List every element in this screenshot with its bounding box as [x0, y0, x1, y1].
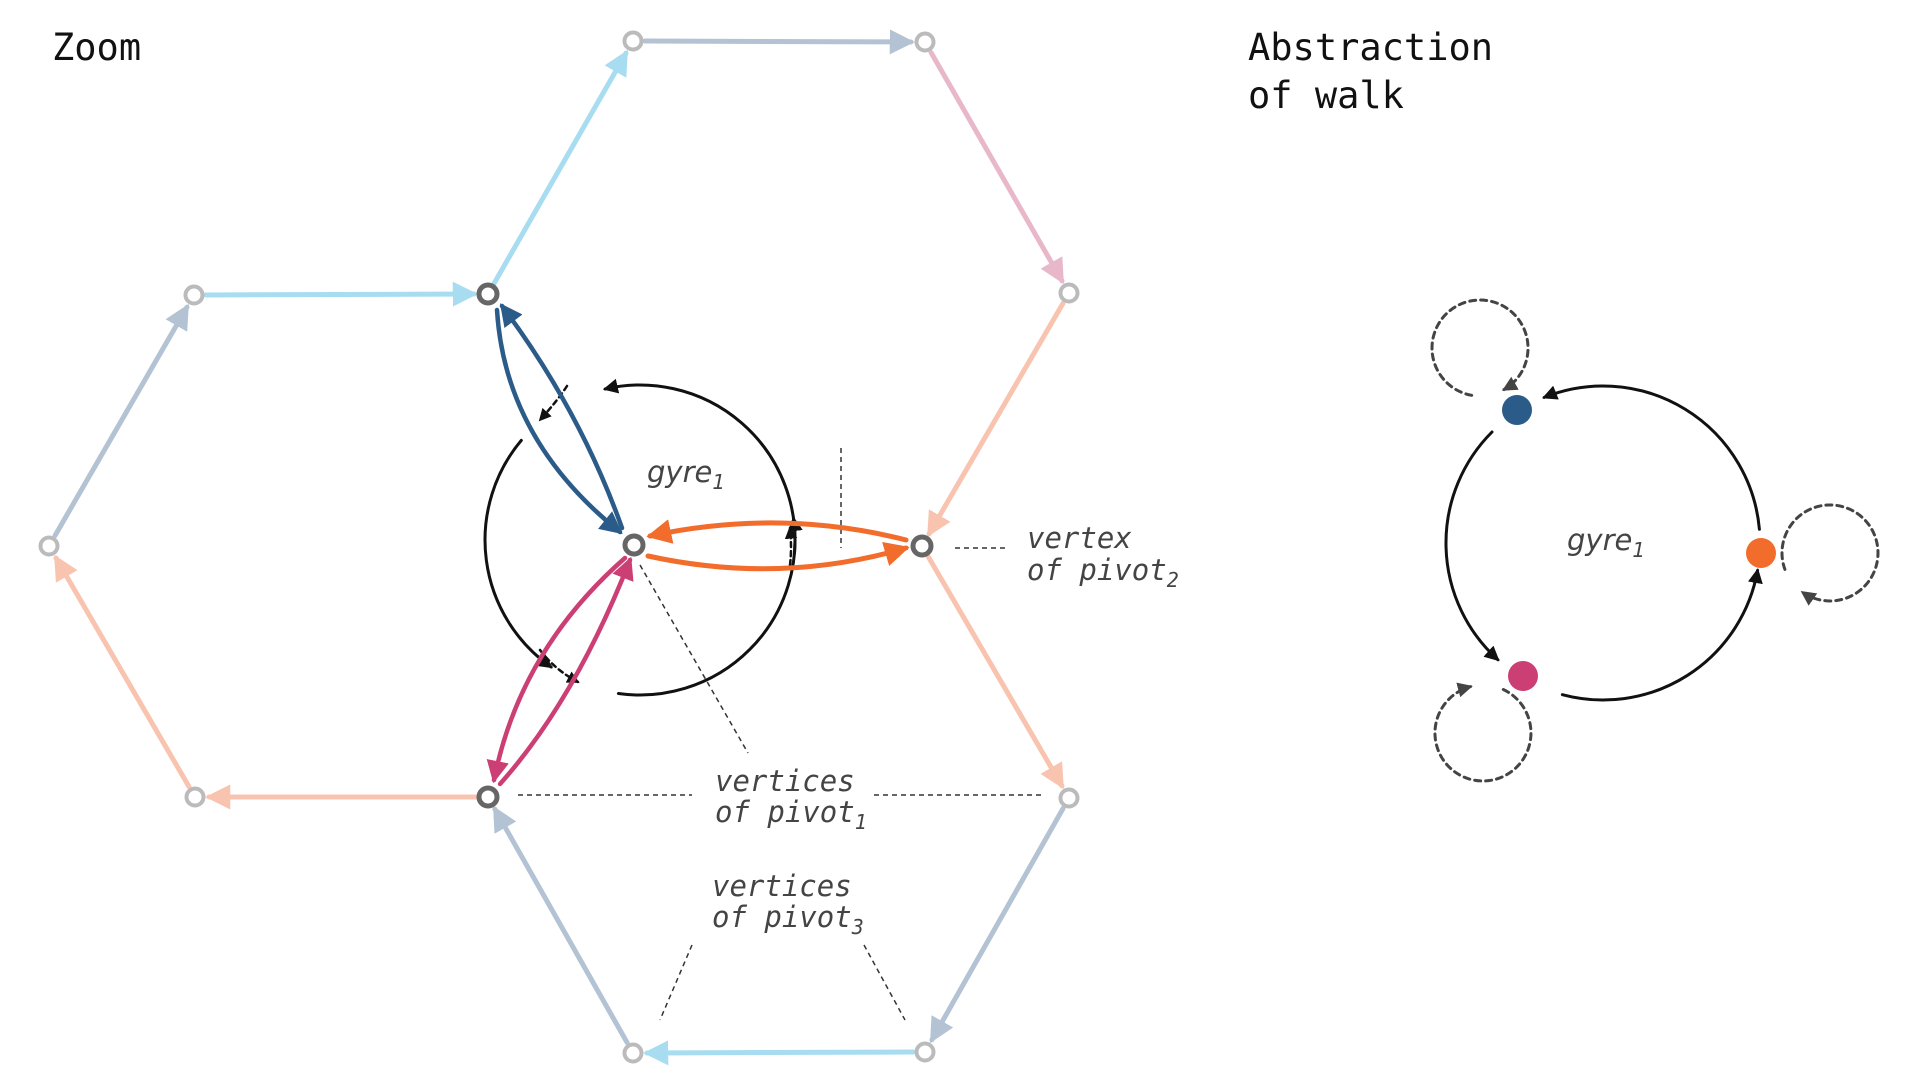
cycle-arc-left — [483, 438, 553, 669]
abstraction-arc-top — [1542, 384, 1761, 531]
edge-upper — [491, 49, 629, 287]
vertex-top-b — [914, 31, 936, 53]
leader-pivot3-right — [863, 944, 906, 1021]
abstraction-node-pink — [1508, 661, 1538, 691]
leader-lines — [518, 448, 1045, 1021]
edge-top-right — [928, 49, 1065, 285]
leader-pivot1-center — [639, 564, 749, 754]
self-loop-orange — [1780, 503, 1880, 606]
vertex-bot-a — [622, 1042, 644, 1064]
cycle-arc-bottom — [616, 516, 803, 697]
vertices-pivot1-label: vertices — [715, 764, 855, 798]
vertex-far-left — [38, 535, 60, 557]
edge-bottom — [643, 1040, 916, 1066]
pivot-pink-out — [486, 555, 628, 784]
vertex-right — [910, 534, 934, 558]
gyre-label: gyre1 — [647, 455, 725, 494]
pivot-orange-out — [645, 541, 910, 572]
abstraction-heading-line2: of walk — [1248, 74, 1404, 117]
vertex-top-a — [622, 30, 644, 52]
edge-top — [642, 29, 915, 55]
vertex-pivot2-label-line2: of pivot2 — [1027, 553, 1179, 592]
vertex-bot-b — [914, 1041, 936, 1063]
vertices-pivot3-label-line2: of pivot3 — [712, 900, 864, 939]
edge-bottom-left — [492, 805, 630, 1046]
self-loop-pink — [1433, 682, 1533, 783]
edge-lower-right — [929, 805, 1066, 1044]
pivot-edges — [486, 303, 910, 787]
vertex-pivot2-label: vertex — [1027, 521, 1132, 555]
vertex-right-lower — [1058, 787, 1080, 809]
abstraction-heading: Abstraction — [1248, 26, 1493, 69]
cycle-dash-bottom — [538, 648, 580, 684]
vertex-left-upper — [183, 284, 205, 306]
abstraction-gyre-label: gyre1 — [1567, 523, 1645, 562]
leader-pivot3-left — [659, 944, 693, 1021]
edge-right-upper — [926, 300, 1066, 538]
vertex-center — [622, 533, 646, 557]
vertices-pivot1-label-line2: of pivot1 — [715, 795, 867, 834]
self-loop-blue — [1430, 298, 1530, 397]
zoom-heading: Zoom — [52, 26, 141, 69]
cycle-dash-left — [538, 384, 569, 422]
vertex-left-lower — [184, 786, 206, 808]
abstraction-arc-left — [1444, 430, 1500, 662]
vertex-bot-left — [476, 785, 500, 809]
vertex-right-upper — [1058, 282, 1080, 304]
zoom-edges — [52, 29, 1066, 1066]
zoom-vertices — [38, 30, 1080, 1064]
edge-right-lower — [925, 553, 1065, 790]
pivot-blue-out — [494, 307, 623, 535]
vertex-top-left — [476, 282, 500, 306]
edge-upper-left — [203, 281, 478, 307]
pivot-pink-back — [497, 556, 634, 787]
edge-left-lower — [53, 554, 192, 790]
abstraction-node-orange — [1746, 538, 1776, 568]
vertices-pivot3-label: vertices — [712, 869, 852, 903]
pivot-blue-back — [499, 303, 625, 531]
edge-left-upper — [52, 303, 190, 539]
cycle-dash-right — [784, 526, 798, 567]
abstraction-arc-bottom — [1560, 568, 1763, 702]
cycle-arc-top — [602, 378, 797, 555]
abstraction-node-blue — [1502, 395, 1532, 425]
abstraction-diagram — [1430, 298, 1880, 783]
pivot-orange-back — [646, 519, 909, 544]
